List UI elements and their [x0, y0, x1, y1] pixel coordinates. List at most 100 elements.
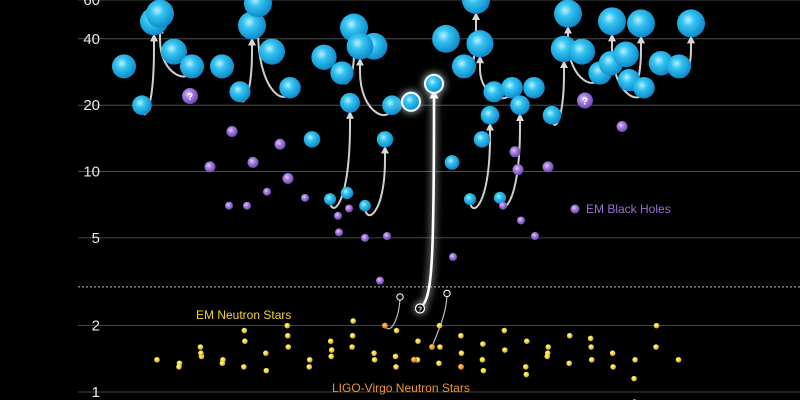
- em-neutron-star-39: [479, 356, 486, 363]
- em-neutron-star-1: [154, 356, 160, 363]
- em-neutron-star-44: [522, 364, 529, 370]
- ligo-bh-secondary-3: [229, 81, 251, 103]
- ligo-ns-remnant-2: [443, 289, 451, 298]
- y-tick-label-1: 1: [92, 384, 100, 400]
- ligo-bh-low-primary-3: [444, 155, 460, 170]
- ligo-bh-remnant-3: [238, 11, 266, 40]
- ligo-bh-remnant-12: [598, 7, 626, 36]
- em-neutron-star-51: [588, 344, 594, 350]
- ligo-bh-low-primary-1: [303, 131, 321, 148]
- highlighted-merger-arrow: [419, 89, 439, 310]
- ligo-bh-primary-9: [523, 76, 545, 99]
- ligo-bh-low-secondary-4: [493, 191, 507, 204]
- em-black-hole-7: [243, 201, 251, 210]
- em-neutron-star-16: [284, 322, 291, 329]
- em-black-hole-15: [449, 252, 457, 261]
- em-neutron-star-42: [524, 338, 530, 344]
- em-black-hole-3: [204, 161, 216, 173]
- ligo-bh-primary-7: [432, 24, 460, 53]
- em-black-hole-25: [577, 92, 593, 109]
- em-neutron-star-33: [436, 322, 443, 329]
- em-black-hole-5: [282, 172, 294, 184]
- ligo-ns-primary-1: [382, 322, 388, 329]
- em-neutron-star-23: [349, 332, 356, 339]
- em-neutron-star-12: [263, 367, 270, 374]
- ligo-bh-remnant-13: [677, 9, 705, 38]
- em-black-hole-19: [616, 121, 628, 133]
- legend-swatch-1: [570, 204, 580, 214]
- ligo-bh-remnant-10: [554, 0, 582, 28]
- em-neutron-star-36: [458, 332, 464, 339]
- ligo-bh-primary-8: [483, 81, 505, 103]
- ligo-bh-remnant-11: [627, 9, 655, 38]
- em-neutron-star-49: [566, 360, 572, 367]
- em-neutron-star-37: [480, 367, 487, 374]
- ligo-bh-low-secondary-3: [463, 193, 477, 206]
- em-neutron-star-54: [609, 350, 616, 356]
- legend-label-1: EM Black Holes: [586, 202, 671, 216]
- em-neutron-star-40: [502, 347, 508, 353]
- ligo-ns-remnant-1: [396, 293, 404, 301]
- ligo-bh-low-remnant-2: [376, 131, 394, 148]
- ligo-bh-low-secondary-1: [323, 193, 337, 206]
- ligo-bh-secondary-4: [279, 76, 301, 99]
- ligo-bh-secondary-6: [382, 95, 402, 116]
- ligo-bh-secondary-1: [132, 95, 152, 116]
- ligo-bh-secondary-7: [451, 54, 477, 79]
- ligo-bh-secondary-2: [179, 54, 205, 79]
- em-black-hole-10: [334, 211, 342, 220]
- em-neutron-star-5: [198, 350, 204, 356]
- em-neutron-star-29: [392, 353, 399, 360]
- ligo-bh-primary-2: [160, 38, 188, 65]
- em-black-hole-24: [182, 88, 198, 105]
- em-neutron-star-58: [653, 322, 660, 329]
- em-neutron-star-8: [219, 360, 226, 367]
- ligo-bh-remnant-6: [346, 32, 374, 60]
- highlighted-unknown-marker: ?: [418, 307, 422, 314]
- em-neutron-star-34: [436, 360, 442, 367]
- em-neutron-star-26: [371, 350, 377, 356]
- unknown-marker-2: ?: [582, 97, 588, 108]
- em-neutron-star-9: [242, 338, 248, 344]
- em-neutron-star-47: [544, 353, 551, 360]
- ligo-bh-remnant-7: [462, 0, 490, 14]
- em-neutron-star-3: [176, 364, 182, 370]
- em-neutron-star-13: [263, 350, 269, 356]
- ligo-bh-secondary-9: [542, 105, 562, 125]
- y-tick-label-2: 2: [92, 318, 100, 335]
- em-black-hole-12: [335, 228, 343, 237]
- em-black-hole-18: [509, 146, 521, 158]
- ligo-bh-primary-3: [209, 54, 235, 79]
- em-neutron-star-30: [415, 338, 421, 344]
- em-black-hole-2: [274, 138, 286, 150]
- em-neutron-star-38: [480, 341, 486, 347]
- ligo-bh-secondary-5: [330, 61, 354, 85]
- em-neutron-star-15: [284, 332, 291, 339]
- ligo-bh-low-primary-4: [473, 131, 491, 148]
- em-neutron-star-27: [393, 327, 400, 334]
- ligo-bh-low-remnant-1: [340, 92, 360, 113]
- ligo-bh-primary-5: [311, 44, 337, 70]
- em-black-hole-16: [512, 164, 524, 176]
- em-black-hole-8: [225, 201, 233, 210]
- ligo-ns-secondary-1: [411, 356, 417, 363]
- em-black-hole-17: [542, 161, 554, 173]
- em-neutron-star-41: [501, 327, 508, 334]
- em-neutron-star-60: [675, 356, 682, 363]
- data-points: ???: [111, 0, 705, 400]
- em-black-hole-20: [499, 201, 507, 210]
- ligo-bh-primary-10: [568, 38, 596, 65]
- highlighted-remnant: [424, 73, 444, 94]
- em-neutron-star-48: [566, 332, 573, 339]
- em-neutron-star-57: [631, 375, 637, 382]
- em-neutron-star-53: [610, 364, 616, 370]
- em-neutron-star-22: [350, 318, 356, 324]
- em-neutron-star-6: [197, 344, 204, 350]
- highlighted-secondary: [414, 303, 426, 314]
- em-neutron-star-50: [588, 356, 595, 363]
- em-neutron-star-28: [393, 364, 399, 370]
- em-neutron-star-43: [523, 371, 530, 378]
- unknown-marker-1: ?: [187, 92, 193, 103]
